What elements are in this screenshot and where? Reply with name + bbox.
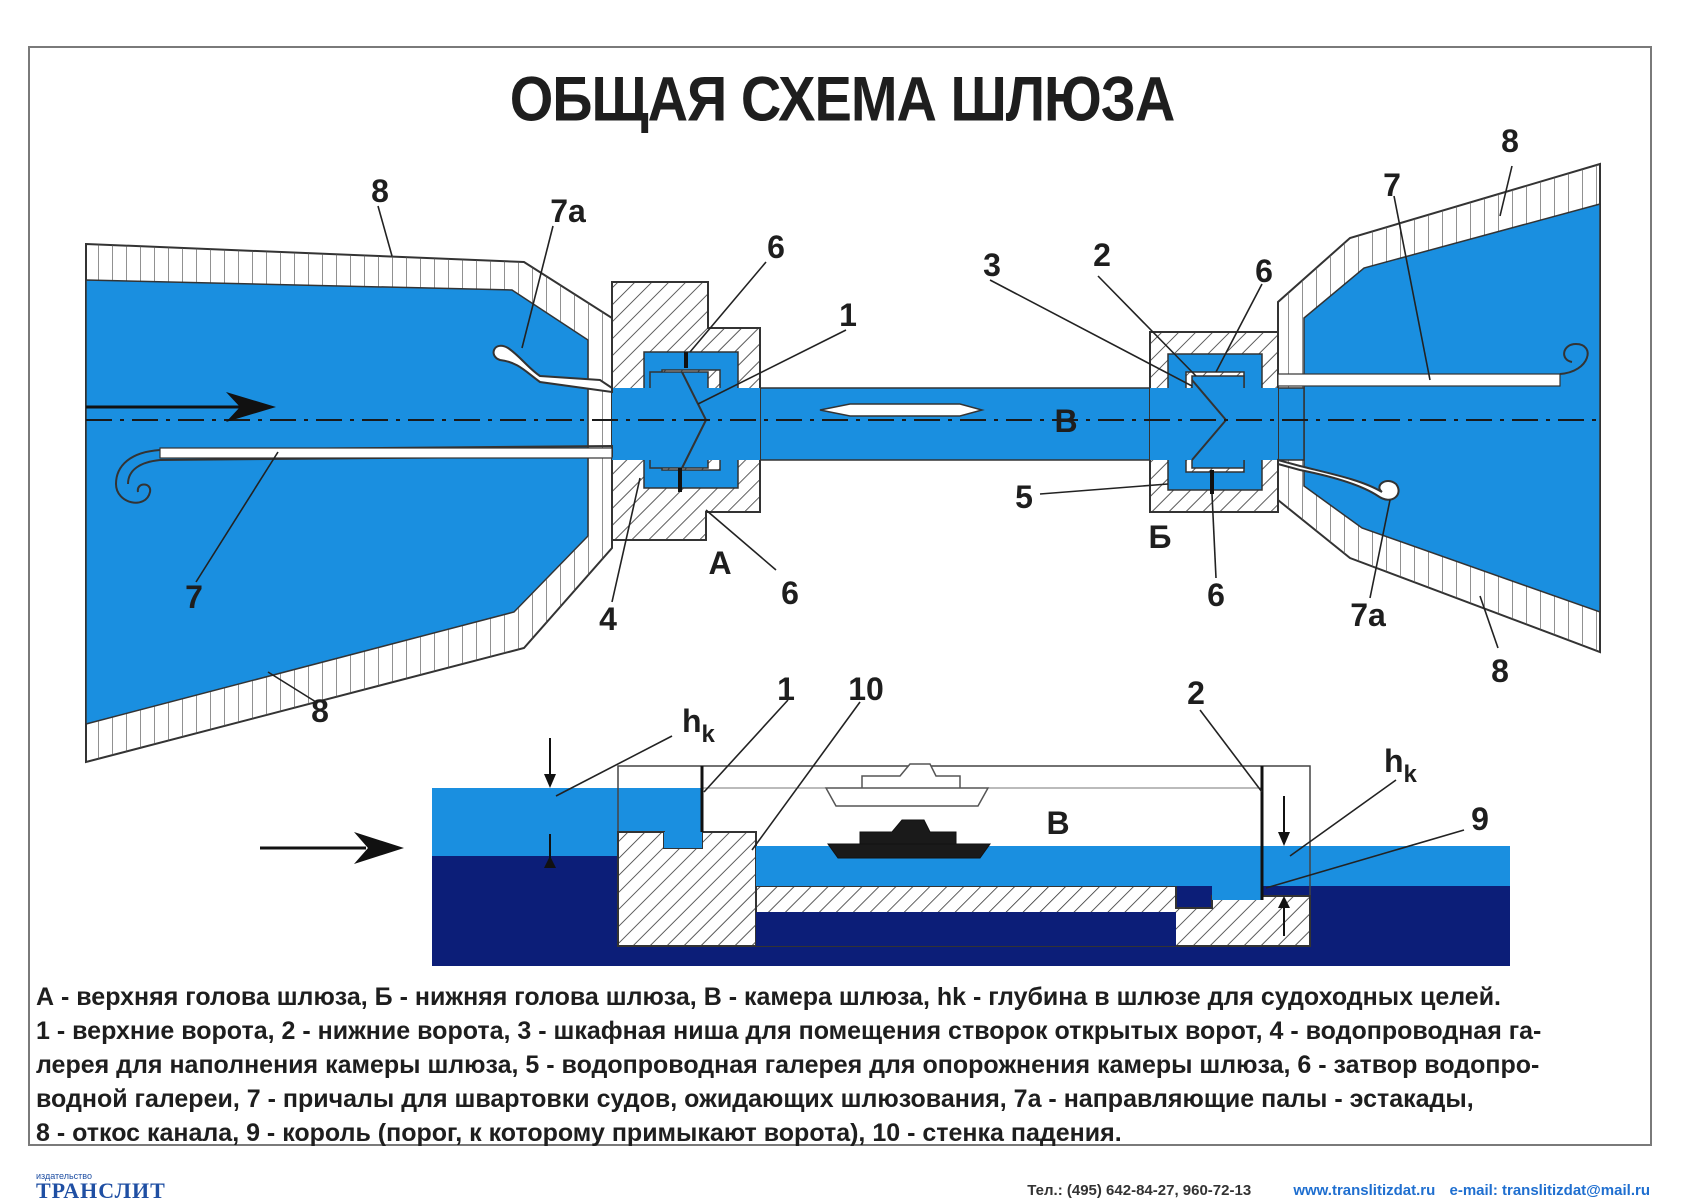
footer-contacts: Тел.: (495) 642-84-27, 960-72-13 www.tra…	[1027, 1182, 1650, 1199]
left-guide-7a	[492, 344, 613, 394]
flow-arrow-section-head	[354, 832, 404, 864]
footer-phone: Тел.: (495) 642-84-27, 960-72-13	[1027, 1182, 1252, 1199]
label-3: 3	[983, 247, 1001, 283]
upper-head-recess	[664, 832, 702, 848]
left-berth-deck	[159, 447, 613, 459]
label-head-a: А	[708, 545, 731, 581]
publisher-block: издательство ТРАНСЛИТ	[36, 1171, 166, 1203]
right-berth-hook	[1559, 342, 1589, 375]
label-chamber-section: В	[1046, 805, 1069, 841]
label-7-left: 7	[185, 579, 203, 615]
section-leader-lines	[555, 699, 1465, 889]
legend-line: лерея для наполнения камеры шлюза, 5 - в…	[36, 1051, 1540, 1079]
footer-website-link[interactable]: www.translitizdat.ru	[1293, 1182, 1436, 1199]
left-basin-water	[85, 279, 589, 725]
publisher-logo: ТРАНСЛИТ	[36, 1178, 166, 1203]
left-slope-ticks	[86, 244, 612, 762]
plan-leader-lines	[195, 165, 1513, 703]
lower-pool-water	[1262, 846, 1510, 886]
lower-head-channel	[1150, 388, 1278, 460]
label-8-top-right: 8	[1501, 123, 1519, 159]
chamber-floor-strip	[756, 912, 1176, 946]
depth-arrow-left-top	[544, 774, 556, 788]
label-4: 4	[599, 601, 617, 637]
depth-arrow-right-bottom	[1278, 896, 1290, 908]
label-8-top-left: 8	[371, 173, 389, 209]
label-6-lower-b: 6	[1207, 577, 1225, 613]
legend-line: водной галереи, 7 - причалы для швартовк…	[36, 1085, 1474, 1113]
legend: А - верхняя голова шлюза, Б - нижняя гол…	[36, 980, 1646, 1150]
label-6-upper-b: 6	[1255, 253, 1273, 289]
publisher-caption: издательство	[36, 1171, 92, 1181]
label-8-bottom-left: 8	[311, 693, 329, 729]
label-5: 5	[1015, 479, 1033, 515]
upper-head-channel	[612, 388, 760, 460]
label-hk-left: hk	[682, 703, 716, 748]
label-7a-left: 7a	[550, 193, 586, 229]
label-1-plan: 1	[839, 297, 857, 333]
label-9: 9	[1471, 801, 1489, 837]
chamber-water	[756, 846, 1262, 886]
label-6-upper-a: 6	[767, 229, 785, 265]
hk-left-main: h	[682, 703, 702, 739]
sill-notch	[1212, 886, 1262, 900]
legend-line: А - верхняя голова шлюза, Б - нижняя гол…	[36, 983, 1502, 1011]
hk-right-main: h	[1384, 743, 1404, 779]
right-berth-deck	[1277, 373, 1561, 387]
poster-frame	[28, 46, 1652, 1146]
footer-email-link[interactable]: e-mail: translitizdat@mail.ru	[1449, 1182, 1650, 1199]
plan-view: 8 7a 6 1 3 2 6 8 7 В 5 Б А 7 4 6 6 7a 8 …	[85, 123, 1601, 764]
label-7a-right: 7a	[1350, 597, 1386, 633]
label-7-right: 7	[1383, 167, 1401, 203]
label-hk-right: hk	[1384, 743, 1418, 788]
section-view: hk 1 10 2 hk 9 В	[260, 671, 1510, 966]
legend-line: 1 - верхние ворота, 2 - нижние ворота, 3…	[36, 1017, 1542, 1045]
ship-lower	[827, 819, 991, 859]
legend-line: 8 - откос канала, 9 - король (порог, к к…	[36, 1119, 1122, 1147]
hk-right-sub: k	[1404, 761, 1418, 788]
flow-arrow-plan-head	[226, 392, 276, 422]
right-basin-water	[1303, 203, 1601, 614]
label-2-section: 2	[1187, 675, 1205, 711]
left-berth	[114, 444, 613, 504]
label-8-bottom-right: 8	[1491, 653, 1509, 689]
page-title: ОБЩАЯ СХЕМА ШЛЮЗА	[509, 63, 1176, 134]
label-6-lower-a: 6	[781, 575, 799, 611]
label-1-section: 1	[777, 671, 795, 707]
depth-arrow-left-bottom	[544, 856, 556, 868]
upper-gate-leaf-b	[681, 419, 707, 469]
upper-head-section	[617, 831, 757, 947]
lower-gate-leaf-a	[1191, 379, 1227, 421]
lower-gate-leaf-b	[1191, 419, 1227, 461]
right-slope-ticks	[1278, 164, 1600, 652]
depth-arrow-right-top	[1278, 832, 1290, 846]
label-10: 10	[848, 671, 884, 707]
label-chamber-plan: В	[1054, 403, 1077, 439]
ship-plan	[819, 403, 985, 417]
ship-upper-outline	[824, 763, 990, 807]
right-guide-7a	[1277, 458, 1400, 501]
hk-left-sub: k	[702, 721, 716, 748]
upper-gate-leaf-a	[681, 371, 707, 421]
label-head-b: Б	[1149, 519, 1172, 555]
label-2-plan: 2	[1093, 237, 1111, 273]
